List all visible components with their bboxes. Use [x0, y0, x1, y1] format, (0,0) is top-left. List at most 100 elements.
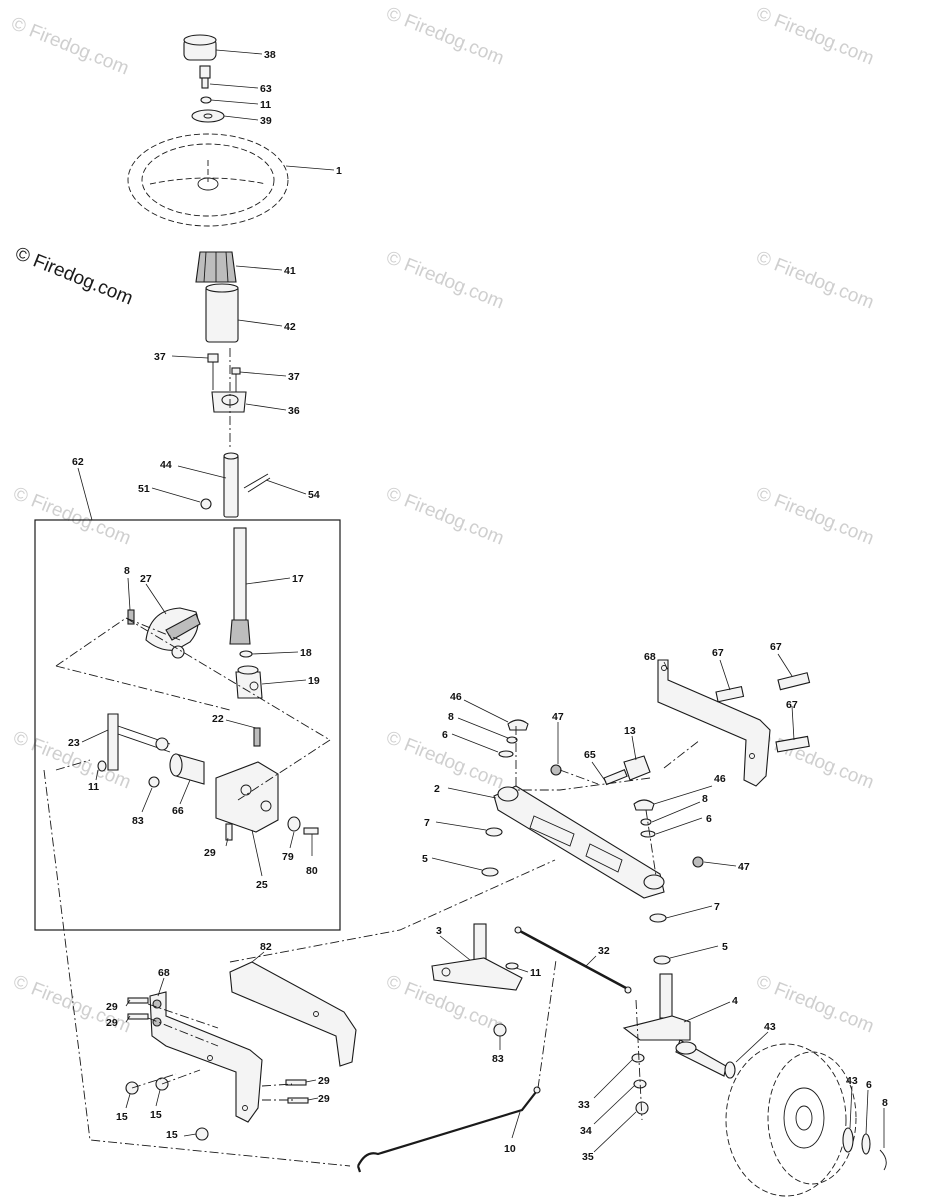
tie-rod-32	[514, 926, 632, 994]
label-67: 67	[770, 641, 782, 653]
nut-83-lower	[493, 1023, 507, 1037]
watermark-text: © Firedog.com	[10, 483, 134, 549]
nut-35	[635, 1101, 649, 1115]
nut-83-inset	[148, 776, 160, 788]
support-bracket-68-lower	[149, 991, 263, 1123]
steering-cap-38	[183, 34, 217, 61]
watermark-text: © Firedog.com	[383, 247, 507, 313]
label-38: 38	[264, 49, 276, 61]
label-39: 39	[260, 115, 272, 127]
bolt-67-c	[775, 735, 810, 753]
washer-79	[287, 816, 301, 832]
spindle-stack-line	[635, 999, 643, 1121]
label-42: 42	[284, 321, 296, 333]
label-37: 37	[154, 351, 166, 363]
leader-lines	[81, 49, 885, 1153]
label-15: 15	[116, 1111, 128, 1123]
label-11: 11	[88, 781, 99, 793]
label-68: 68	[158, 967, 170, 979]
label-5: 5	[722, 941, 728, 953]
label-68: 68	[644, 651, 656, 663]
assembly-line-left	[43, 769, 556, 1167]
bolt-37-right	[231, 367, 241, 392]
label-4: 4	[732, 995, 738, 1007]
washer-11-lower	[505, 962, 519, 970]
label-33: 33	[578, 1099, 590, 1111]
front-bracket-82	[229, 961, 357, 1067]
label-10: 10	[504, 1143, 516, 1155]
pin-8-inset	[127, 609, 135, 625]
inset-assembly-line	[55, 617, 331, 801]
label-37: 37	[288, 371, 300, 383]
support-bracket-68-upper	[657, 659, 771, 787]
adapter-41	[195, 251, 237, 283]
bolt-29-inset	[225, 823, 233, 841]
label-29: 29	[318, 1075, 330, 1087]
washer-6-wheel	[861, 1133, 871, 1155]
steering-shaft-17	[229, 527, 251, 645]
label-8: 8	[702, 793, 708, 805]
label-46: 46	[450, 691, 462, 703]
label-2: 2	[434, 783, 440, 795]
label-32: 32	[598, 945, 610, 957]
front-axle-2	[493, 785, 665, 899]
label-23: 23	[68, 737, 80, 749]
bolt-67-b	[777, 672, 811, 691]
cap-46-left	[507, 719, 529, 731]
drag-link-10	[356, 1091, 537, 1173]
clip-8-wheel	[879, 1149, 887, 1171]
spindle-4	[622, 973, 727, 1077]
label-11: 11	[260, 99, 271, 111]
label-79: 79	[282, 851, 294, 863]
label-7: 7	[424, 817, 430, 829]
washer-39	[191, 109, 225, 123]
inset-box-62	[34, 519, 341, 931]
bracket-25	[215, 761, 279, 833]
watermark-text: © Firedog.com	[753, 3, 877, 69]
label-25: 25	[256, 879, 268, 891]
fitting-47-upper	[550, 764, 562, 776]
label-67: 67	[712, 647, 724, 659]
spindle-3	[431, 923, 523, 991]
label-36: 36	[288, 405, 300, 417]
label-7: 7	[714, 901, 720, 913]
label-6: 6	[706, 813, 712, 825]
bolt-80	[303, 827, 319, 835]
label-17: 17	[292, 573, 304, 585]
label-15: 15	[166, 1129, 178, 1141]
bushing-13	[623, 755, 651, 781]
watermark-text: © Firedog.com	[383, 3, 507, 69]
washer-11-top	[200, 96, 212, 104]
label-46: 46	[714, 773, 726, 785]
sector-gear-27	[145, 607, 201, 659]
part-number-labels: 38 63 11 39 1 41 42 37 37 36 44 51 54 62…	[68, 49, 888, 1163]
washer-7-left	[485, 827, 503, 837]
label-54: 54	[308, 489, 320, 501]
cap-46-right	[633, 799, 655, 811]
washer-11-inset	[97, 760, 107, 772]
label-62: 62	[72, 456, 84, 468]
bolt-29-upper-a	[127, 997, 149, 1004]
steering-boot-42	[205, 283, 239, 343]
label-66: 66	[172, 805, 184, 817]
label-6: 6	[442, 729, 448, 741]
label-6: 6	[866, 1079, 872, 1091]
label-22: 22	[212, 713, 224, 725]
label-67: 67	[786, 699, 798, 711]
watermark-text: © Firedog.com	[753, 483, 877, 549]
washer-6-right	[640, 830, 656, 838]
label-83: 83	[492, 1053, 504, 1065]
washer-6-left	[498, 750, 514, 758]
bolt-29-lower-a	[285, 1079, 307, 1086]
label-3: 3	[436, 925, 442, 937]
label-8: 8	[448, 711, 454, 723]
label-51: 51	[138, 483, 150, 495]
bolt-29-lower-b	[287, 1097, 309, 1104]
washer-5-right	[653, 955, 671, 965]
washer-43-wheel	[842, 1127, 854, 1153]
label-13: 13	[624, 725, 636, 737]
shaft-23	[107, 713, 171, 771]
label-29: 29	[106, 1017, 118, 1029]
watermark-text: © Firedog.com	[8, 13, 132, 79]
